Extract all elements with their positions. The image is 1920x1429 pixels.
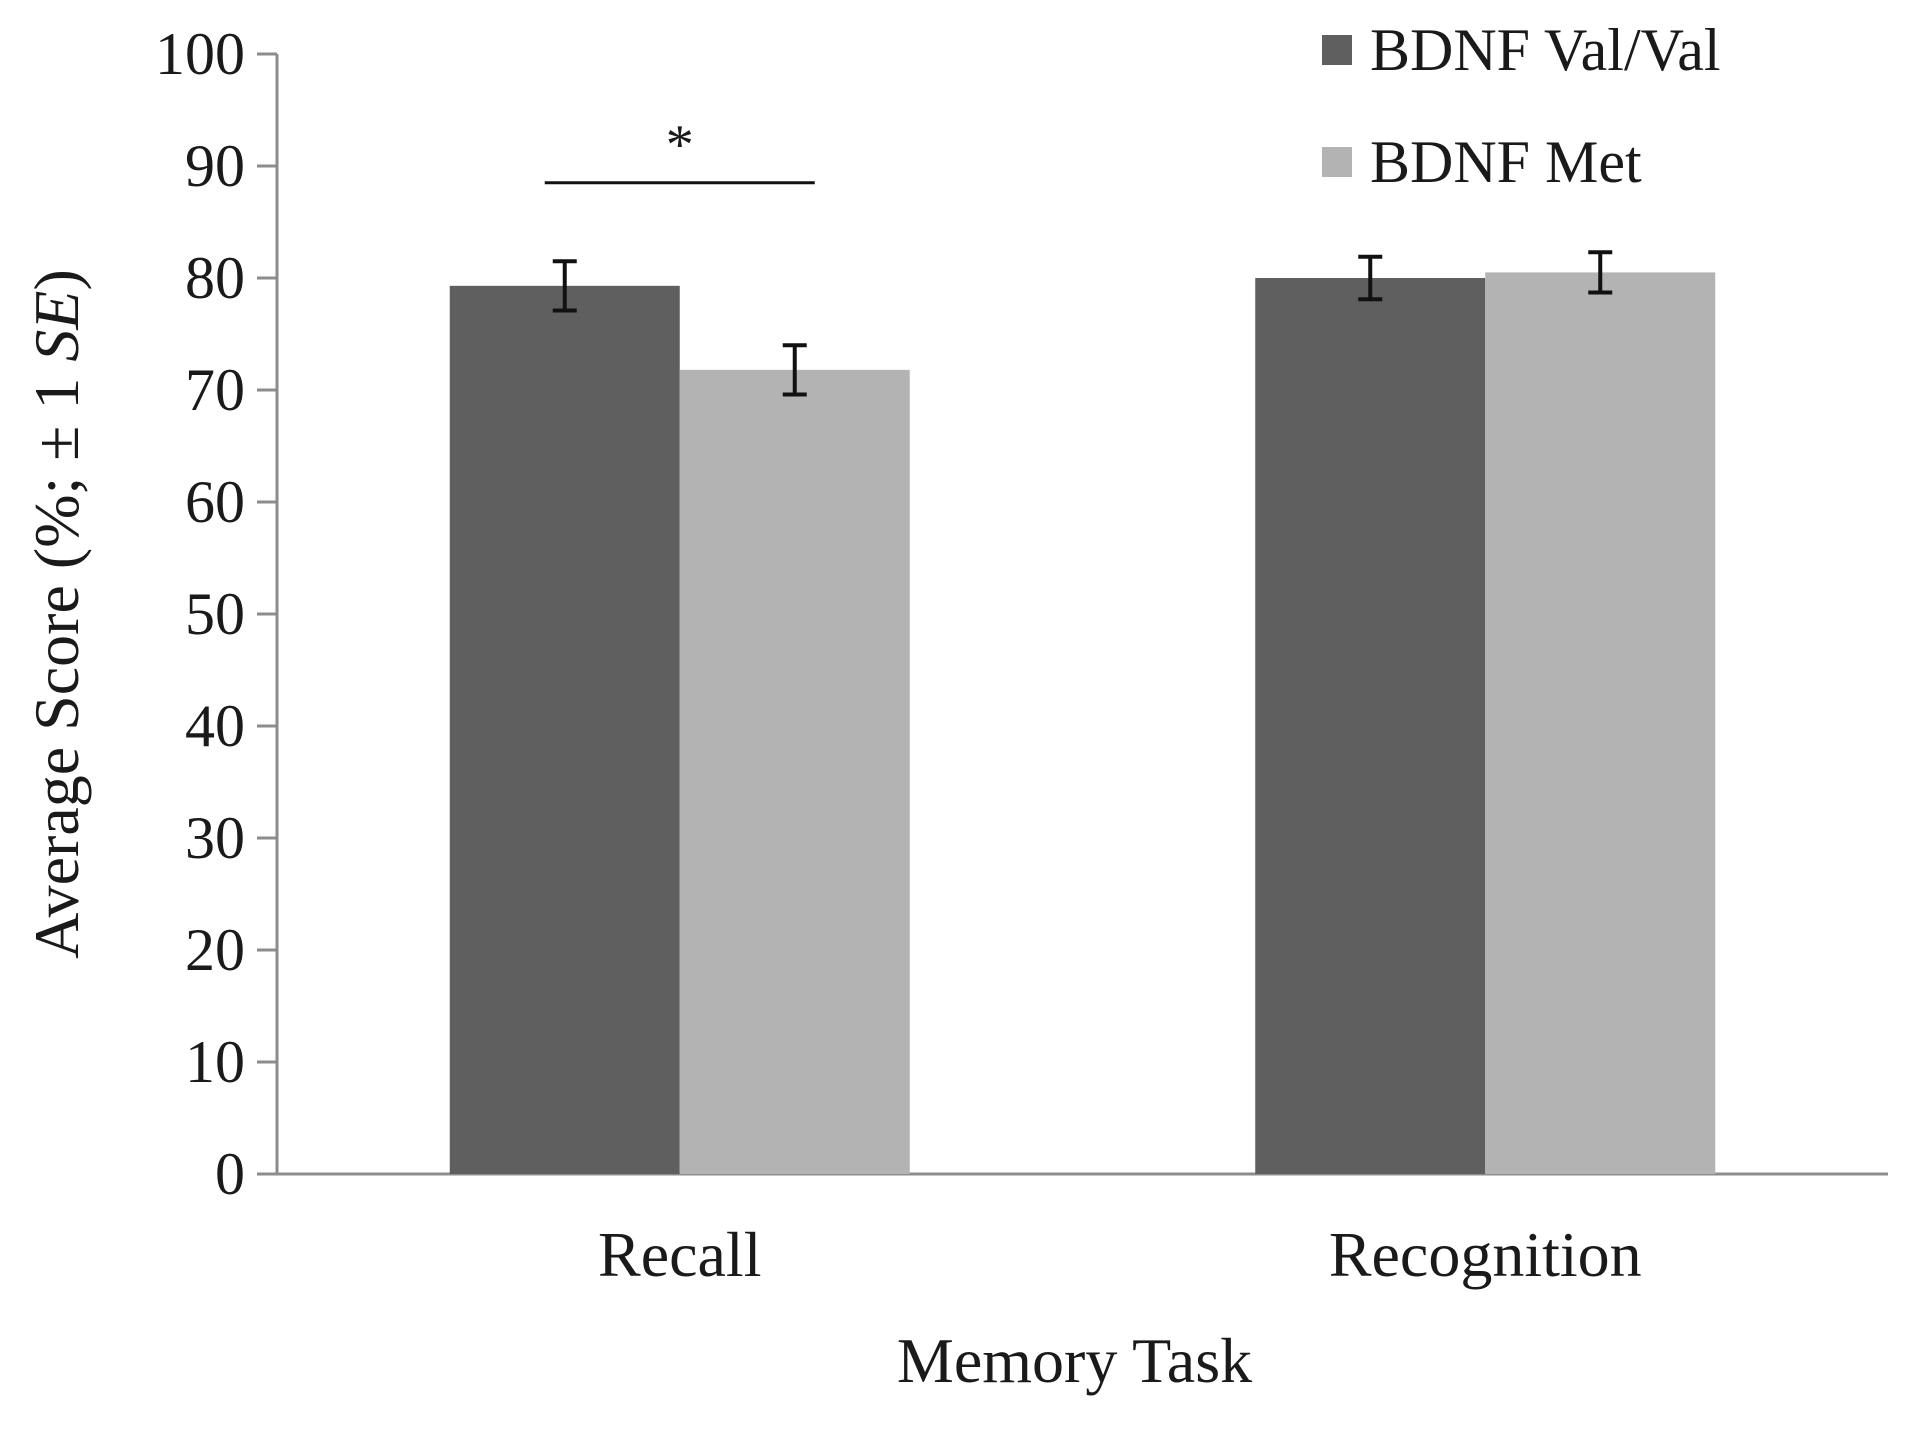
legend-label: BDNF Met — [1370, 129, 1642, 195]
y-tick-label: 80 — [185, 245, 245, 311]
significance-star: * — [666, 114, 694, 176]
x-category-label: Recall — [598, 1219, 761, 1290]
y-tick-label: 0 — [215, 1141, 245, 1207]
legend-label: BDNF Val/Val — [1370, 17, 1721, 83]
legend-swatch — [1322, 35, 1352, 65]
y-tick-label: 90 — [185, 133, 245, 199]
y-tick-label: 10 — [185, 1029, 245, 1095]
y-tick-label: 30 — [185, 805, 245, 871]
y-axis-title: Average Score (%; ± 1 SE) — [21, 269, 92, 959]
bar-bdnf-val-val-recognition — [1255, 278, 1486, 1174]
y-tick-label: 20 — [185, 917, 245, 983]
bars — [449, 272, 1716, 1175]
bar-bdnf-met-recognition — [1485, 272, 1716, 1174]
y-tick-label: 50 — [185, 581, 245, 647]
bar-bdnf-met-recall — [679, 369, 910, 1175]
x-category-label: Recognition — [1329, 1219, 1642, 1290]
y-tick-label: 70 — [185, 357, 245, 423]
bar-bdnf-val-val-recall — [449, 285, 680, 1175]
error-bars — [552, 250, 1613, 397]
y-tick-label: 40 — [185, 693, 245, 759]
x-axis-title: Memory Task — [897, 1325, 1252, 1396]
y-tick-label: 60 — [185, 469, 245, 535]
legend-swatch — [1322, 147, 1352, 177]
y-tick-label: 100 — [155, 21, 245, 87]
annotations: * — [544, 114, 815, 185]
